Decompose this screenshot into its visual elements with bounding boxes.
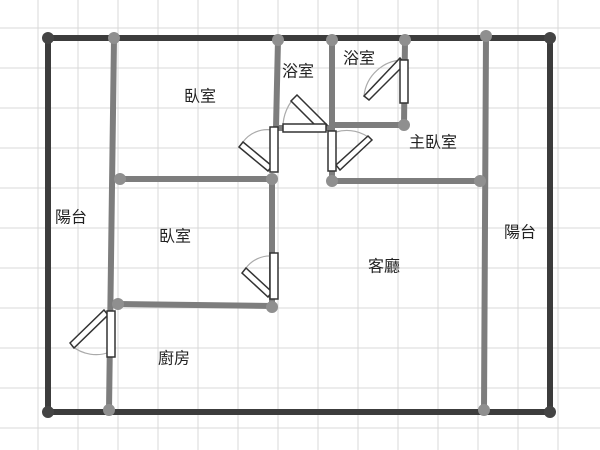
door-kitchen bbox=[68, 308, 116, 358]
door-master-bedroom bbox=[327, 129, 374, 172]
wall-right-balcony-divider bbox=[481, 33, 489, 413]
door-bedroom-top bbox=[237, 126, 279, 173]
wall-nodes bbox=[42, 30, 556, 418]
label-bedroom-top: 臥室 bbox=[184, 87, 216, 106]
label-bathroom-1: 浴室 bbox=[282, 62, 314, 81]
wall-bath1-left bbox=[273, 37, 281, 131]
label-living-room: 客廳 bbox=[368, 257, 400, 276]
label-bathroom-2: 浴室 bbox=[343, 49, 375, 68]
door-bath2 bbox=[362, 56, 409, 104]
door-bedroom-middle bbox=[240, 252, 279, 300]
outer-walls bbox=[45, 35, 553, 415]
label-kitchen: 廚房 bbox=[158, 349, 190, 368]
label-bedroom-middle: 臥室 bbox=[159, 227, 191, 246]
door-bath1 bbox=[282, 93, 329, 133]
room-labels: 臥室 浴室 浴室 主臥室 陽台 臥室 客廳 陽台 廚房 bbox=[55, 49, 536, 368]
label-master-bedroom: 主臥室 bbox=[409, 133, 457, 152]
wall-bedroom-mid-bottom bbox=[115, 301, 275, 309]
doors bbox=[68, 56, 409, 358]
label-balcony-right: 陽台 bbox=[504, 223, 536, 242]
label-balcony-left: 陽台 bbox=[55, 208, 87, 227]
